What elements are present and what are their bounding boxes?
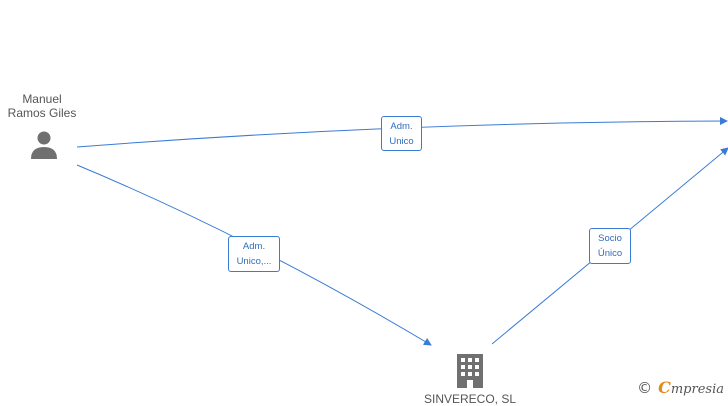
person-name-label[interactable]: Manuel Ramos Giles	[0, 92, 84, 120]
building-icon[interactable]	[457, 354, 483, 388]
edge-label-adm-unico-more[interactable]: Adm. Unico,...	[228, 236, 280, 272]
person-icon[interactable]	[31, 131, 57, 160]
edge-label-adm-unico[interactable]: Adm. Unico	[381, 116, 422, 151]
brand-logo-text: mpresia	[670, 382, 724, 397]
edge-label-line2: Unico	[389, 136, 414, 147]
edge-label-line2: Unico,...	[236, 256, 272, 267]
edge-label-line2: Único	[597, 248, 623, 259]
footer-brand: © Cmpresia	[637, 378, 724, 397]
company-name-label[interactable]: SINVERECO, SL	[423, 392, 517, 406]
copyright-icon: ©	[637, 379, 653, 397]
person-name-line2: Ramos Giles	[7, 106, 77, 120]
edge-label-line1: Adm.	[242, 241, 266, 252]
brand-logo-initial: C	[658, 378, 671, 397]
person-name-line1: Manuel	[22, 92, 62, 106]
edge-label-socio-unico[interactable]: Socio Único	[589, 228, 631, 264]
edge-label-line1: Socio	[598, 233, 622, 244]
edge-label-line1: Adm.	[390, 121, 413, 132]
